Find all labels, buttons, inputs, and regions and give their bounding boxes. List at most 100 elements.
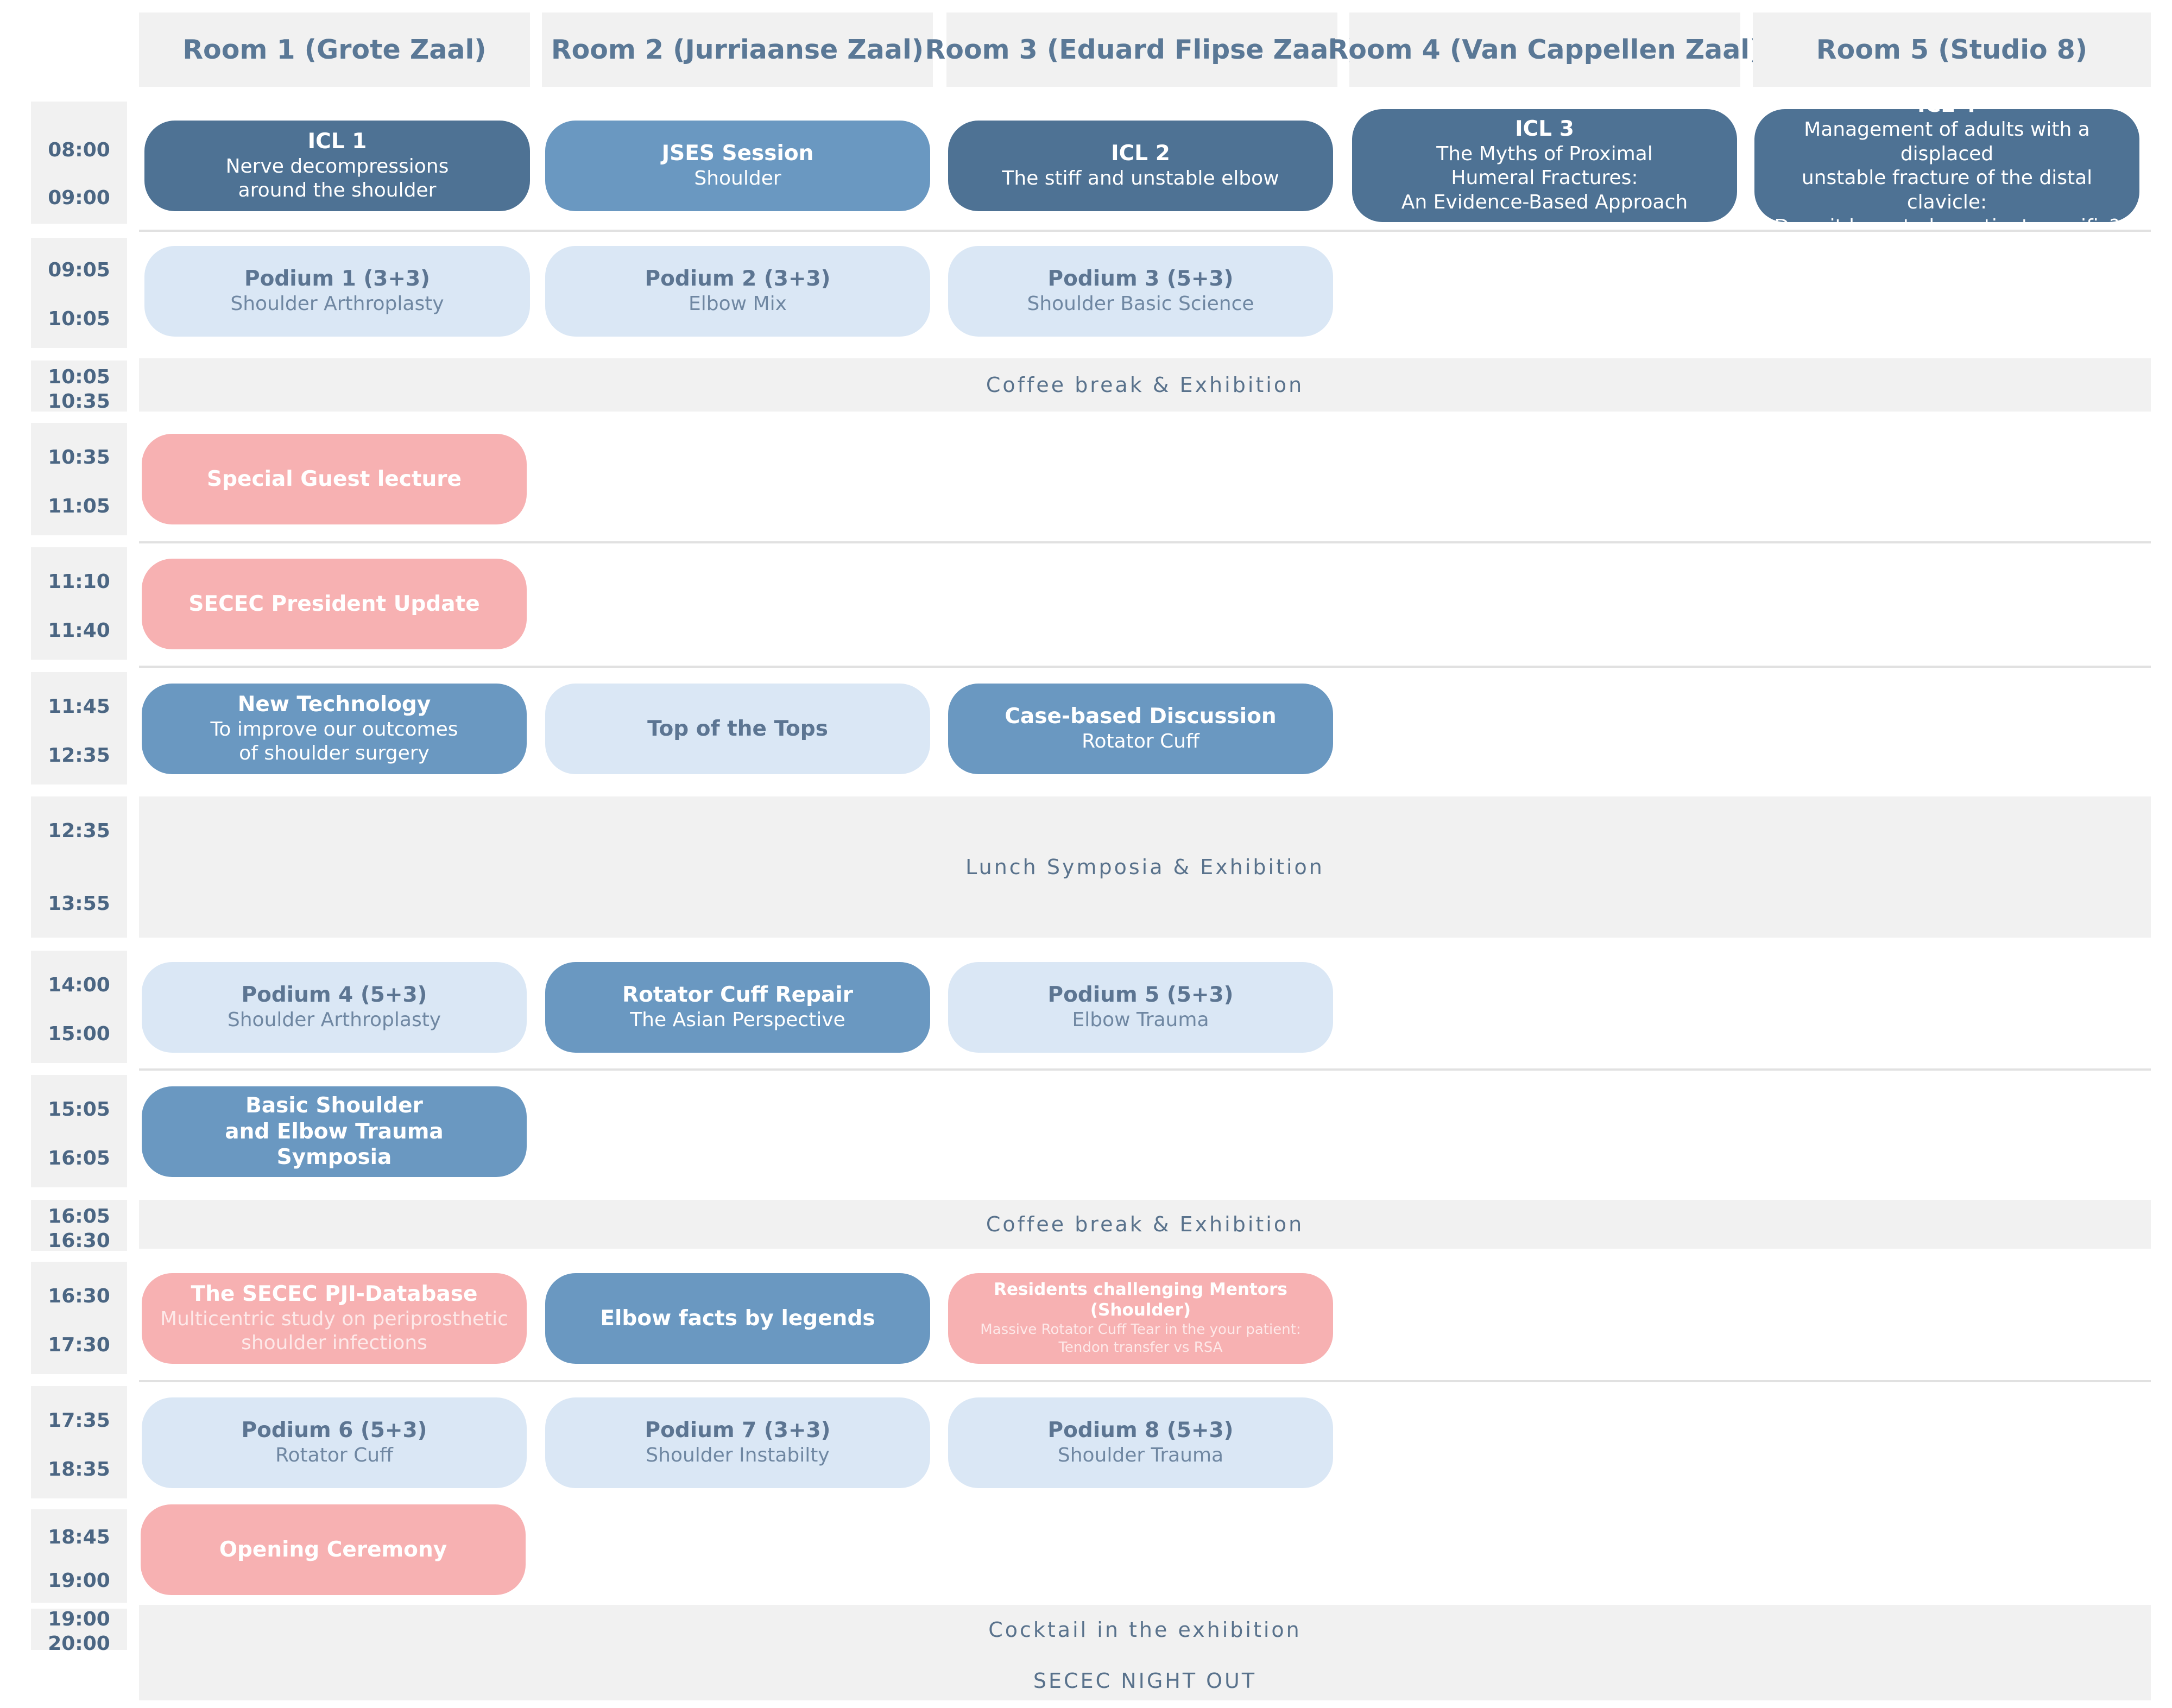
time-start: 11:10	[48, 571, 110, 593]
session-subtitle: Shoulder Arthroplasty	[227, 1008, 441, 1031]
session-title: Podium 5 (5+3)	[1047, 983, 1234, 1008]
session-subtitle: Shoulder Instabilty	[646, 1444, 830, 1466]
session-title: Podium 7 (3+3)	[645, 1418, 831, 1443]
session-subtitle: Shoulder	[694, 167, 781, 189]
session-subtitle: Rotator Cuff	[275, 1444, 393, 1466]
session-podium-7[interactable]: Podium 7 (3+3) Shoulder Instabilty	[545, 1397, 930, 1488]
time-end: 16:30	[48, 1230, 110, 1252]
session-subtitle: The Asian Perspective	[630, 1008, 845, 1031]
time-end: 11:40	[48, 619, 110, 642]
cocktail-label: Cocktail in the exhibition	[988, 1618, 1302, 1642]
session-icl2[interactable]: ICL 2 The stiff and unstable elbow	[948, 121, 1333, 211]
session-title: Special Guest lecture	[207, 466, 462, 491]
row-divider	[139, 230, 2151, 232]
time-slot-1630: 16:30 17:30	[31, 1262, 127, 1374]
time-end: 16:05	[48, 1147, 110, 1169]
time-end: 12:35	[48, 744, 110, 767]
session-title: JSES Session	[661, 141, 814, 166]
session-subtitle: Management of adults with a displaced un…	[1774, 118, 2119, 222]
session-podium-8[interactable]: Podium 8 (5+3) Shoulder Trauma	[948, 1397, 1333, 1488]
session-title: Podium 3 (5+3)	[1047, 267, 1234, 292]
session-subtitle: Shoulder Trauma	[1057, 1444, 1224, 1466]
coffee-break-morning: Coffee break & Exhibition	[139, 358, 2151, 412]
lunch-symposia-band: Lunch Symposia & Exhibition	[139, 796, 2151, 938]
session-title: Top of the Tops	[647, 716, 828, 741]
session-opening-ceremony[interactable]: Opening Ceremony	[141, 1504, 526, 1595]
session-title: Podium 8 (5+3)	[1047, 1418, 1234, 1443]
room-header-3: Room 3 (Eduard Flipse Zaal )	[925, 12, 1359, 87]
time-end: 10:05	[48, 308, 110, 330]
time-end: 10:35	[48, 390, 110, 413]
row-divider	[139, 666, 2151, 668]
time-end: 18:35	[48, 1458, 110, 1481]
session-title: Podium 4 (5+3)	[241, 983, 427, 1008]
room-header-1: Room 1 (Grote Zaal)	[139, 12, 530, 87]
session-basic-shoulder-elbow-trauma[interactable]: Basic Shoulder and Elbow Trauma Symposia	[142, 1086, 527, 1177]
row-divider	[139, 541, 2151, 543]
time-slot-1735: 17:35 18:35	[31, 1386, 127, 1498]
time-slot-1400: 14:00 15:00	[31, 951, 127, 1063]
session-title: Case-based Discussion	[1005, 704, 1277, 729]
time-slot-1605: 16:05 16:30	[31, 1200, 127, 1251]
session-new-technology[interactable]: New Technology To improve our outcomes o…	[142, 684, 527, 774]
session-title: The SECEC PJI-Database	[191, 1282, 478, 1307]
session-icl3[interactable]: ICL 3 The Myths of Proximal Humeral Frac…	[1352, 109, 1737, 222]
time-start: 12:35	[48, 820, 110, 842]
session-subtitle: Rotator Cuff	[1082, 730, 1199, 752]
session-rotator-cuff-repair[interactable]: Rotator Cuff Repair The Asian Perspectiv…	[545, 962, 930, 1053]
session-podium-1[interactable]: Podium 1 (3+3) Shoulder Arthroplasty	[144, 246, 530, 337]
session-podium-4[interactable]: Podium 4 (5+3) Shoulder Arthroplasty	[142, 962, 527, 1053]
cocktail-band	[139, 1605, 2151, 1700]
room-header-2: Room 2 (Jurriaanse Zaal)	[542, 12, 933, 87]
night-out-label: SECEC NIGHT OUT	[1033, 1669, 1257, 1693]
session-elbow-facts-by-legends[interactable]: Elbow facts by legends	[545, 1273, 930, 1364]
session-jses[interactable]: JSES Session Shoulder	[545, 121, 930, 211]
session-subtitle: The stiff and unstable elbow	[1002, 167, 1279, 189]
time-start: 18:45	[48, 1526, 110, 1548]
time-slot-1035: 10:35 11:05	[31, 423, 127, 535]
row-divider	[139, 1068, 2151, 1071]
time-start: 09:05	[48, 259, 110, 281]
session-icl4[interactable]: ICL 4 Management of adults with a displa…	[1754, 109, 2139, 222]
time-slot-1845: 18:45 19:00	[31, 1509, 127, 1603]
coffee-break-afternoon: Coffee break & Exhibition	[139, 1200, 2151, 1249]
session-top-of-the-tops[interactable]: Top of the Tops	[545, 684, 930, 774]
session-podium-2[interactable]: Podium 2 (3+3) Elbow Mix	[545, 246, 930, 337]
session-case-based-discussion[interactable]: Case-based Discussion Rotator Cuff	[948, 684, 1333, 774]
session-title: SECEC President Update	[188, 591, 480, 616]
session-subtitle: Nerve decompressions around the shoulder	[225, 155, 449, 202]
session-subtitle: The Myths of Proximal Humeral Fractures:…	[1401, 142, 1688, 214]
session-podium-3[interactable]: Podium 3 (5+3) Shoulder Basic Science	[948, 246, 1333, 337]
session-title: Podium 2 (3+3)	[645, 267, 831, 292]
session-subtitle: Elbow Trauma	[1072, 1008, 1209, 1031]
session-subtitle: Elbow Mix	[689, 292, 787, 315]
session-subtitle: Shoulder Arthroplasty	[230, 292, 444, 315]
time-start: 10:35	[48, 446, 110, 469]
session-title: Podium 1 (3+3)	[244, 267, 430, 292]
session-president-update[interactable]: SECEC President Update	[142, 559, 527, 649]
time-slot-1505: 15:05 16:05	[31, 1075, 127, 1187]
session-podium-5[interactable]: Podium 5 (5+3) Elbow Trauma	[948, 962, 1333, 1053]
row-divider	[139, 1380, 2151, 1382]
session-title: Podium 6 (5+3)	[241, 1418, 427, 1443]
session-icl1[interactable]: ICL 1 Nerve decompressions around the sh…	[144, 121, 530, 211]
room-header-4: Room 4 (Van Cappellen Zaal)	[1328, 12, 1762, 87]
time-start: 16:30	[48, 1285, 110, 1307]
time-start: 11:45	[48, 695, 110, 718]
room-header-5: Room 5 (Studio 8)	[1753, 12, 2151, 87]
session-title: ICL 4	[1917, 109, 1977, 118]
time-end: 19:00	[48, 1570, 110, 1592]
time-slot-1005: 10:05 10:35	[31, 360, 127, 412]
session-subtitle: Multicentric study on periprosthetic sho…	[160, 1307, 508, 1355]
session-residents-challenging-mentors[interactable]: Residents challenging Mentors (Shoulder)…	[948, 1273, 1333, 1364]
time-end: 17:30	[48, 1334, 110, 1356]
session-podium-6[interactable]: Podium 6 (5+3) Rotator Cuff	[142, 1397, 527, 1488]
session-special-guest-lecture[interactable]: Special Guest lecture	[142, 434, 527, 524]
time-slot-0905: 09:05 10:05	[31, 238, 127, 348]
session-pji-database[interactable]: The SECEC PJI-Database Multicentric stud…	[142, 1273, 527, 1364]
time-start: 15:05	[48, 1098, 110, 1121]
time-slot-0800: 08:00 09:00	[31, 102, 127, 224]
time-end: 15:00	[48, 1023, 110, 1045]
time-slot-1900: 19:00 20:00	[31, 1609, 127, 1654]
time-slot-1110: 11:10 11:40	[31, 547, 127, 660]
